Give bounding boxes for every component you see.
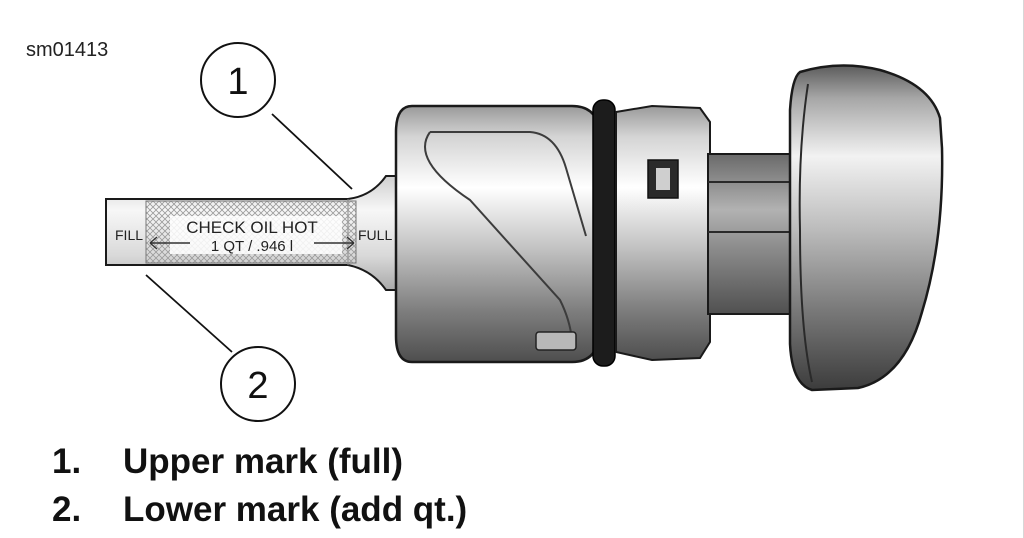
strip-line1: CHECK OIL HOT (186, 218, 318, 237)
legend-text: Upper mark (full) (123, 442, 404, 481)
left-arrow-icon (149, 236, 190, 250)
callout-2-leader (145, 274, 233, 353)
legend: 1. Upper mark (full) 2. Lower mark (add … (52, 438, 467, 534)
legend-number: 2. (52, 490, 82, 529)
legend-number: 1. (52, 442, 82, 481)
collar-window-inner (656, 168, 670, 190)
housing-notch (535, 331, 577, 351)
callout-1-number: 1 (227, 61, 248, 103)
legend-text: Lower mark (add qt.) (123, 490, 468, 529)
check-zone-label-bg (170, 216, 342, 254)
legend-item: 2. Lower mark (add qt.) (52, 486, 467, 534)
handle-cap (788, 64, 944, 392)
callout-1-leader (271, 113, 353, 190)
fill-mark: FILL (115, 227, 143, 243)
legend-item: 1. Upper mark (full) (52, 438, 467, 486)
callout-2-circle (220, 346, 296, 422)
figure-id: sm01413 (26, 39, 109, 61)
full-mark: FULL (358, 227, 392, 243)
callout-2-number: 2 (247, 365, 268, 407)
strip-line2: 1 QT / .946 l (211, 238, 293, 255)
callout-1-circle (200, 42, 276, 118)
o-ring (592, 99, 616, 367)
handle-cap-edge (798, 83, 813, 383)
housing-groove (424, 131, 587, 341)
collar (615, 104, 711, 362)
right-arrow-icon (314, 236, 355, 250)
